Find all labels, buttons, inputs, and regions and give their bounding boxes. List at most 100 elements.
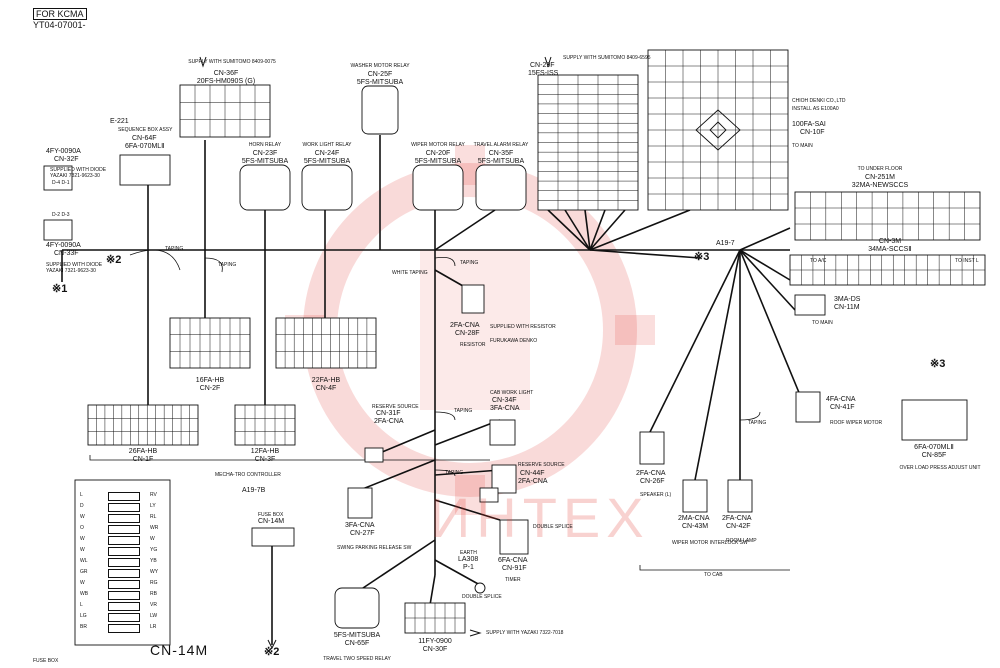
fuse-row-right: RV: [150, 492, 157, 498]
cn85f-id: CN-85F: [921, 452, 947, 459]
doc-number: YT04-07001-: [33, 20, 86, 30]
fuse-panel-box: [74, 479, 171, 646]
cn30f-id: CN-30F: [422, 646, 448, 653]
fuse-caption: FUSE BOX: [33, 658, 59, 664]
cn34f-note: CAB WORK LIGHT: [490, 390, 534, 396]
fuse-row-left: D: [80, 503, 84, 509]
cn36f-type: 20FS-HM090S (G): [196, 78, 256, 85]
fuse-row-right: LW: [150, 613, 158, 619]
fuse-row-left: GR: [80, 569, 88, 575]
cn11m-type: 3MA-DS: [834, 296, 861, 303]
mark-3-trunk: ※3: [694, 251, 710, 263]
cn32f-part: YAZAKI 7321-9623-30: [50, 173, 100, 179]
fuse-row-left: BR: [80, 624, 87, 630]
cn11m-id: CN-11M: [834, 304, 860, 311]
cn3f-type: 12FA-HB: [250, 448, 280, 455]
cn28f-maker: FURUKAWA DENKO: [490, 338, 538, 344]
fuse-slot: [108, 624, 140, 633]
cn14m-harness: A19-7B: [242, 487, 266, 494]
cn4f-id: CN-4F: [315, 385, 337, 392]
cn65f-type: 5FS-MITSUBA: [333, 632, 381, 639]
cn33f-diode: D-2 D-3: [52, 212, 70, 218]
cn33f-box: [43, 219, 73, 241]
cn35f-note: TRAVEL ALARM RELAY: [473, 142, 529, 148]
cn33f-type: 4FY-0090A: [46, 242, 81, 249]
cn27f-box: [347, 487, 373, 519]
fuse-slot: [108, 514, 140, 523]
fuse-row-left: O: [80, 525, 84, 531]
cn3m-id: CN-3M: [878, 238, 902, 245]
header: FOR KCMA YT04-07001-: [33, 8, 87, 30]
cn65f-id: CN-65F: [344, 640, 370, 647]
cn35f-type: 5FS-MITSUBA: [477, 158, 525, 165]
cn91f-box: [499, 519, 529, 555]
cn26f-type: 2FA-CNA: [636, 470, 666, 477]
taping-label-4: TAPING: [454, 408, 473, 414]
cn33f-part: YAZAKI 7321-9623-30: [46, 268, 96, 274]
fuse-box-icon: [251, 527, 295, 547]
arrow-icons: [199, 56, 552, 650]
cn23f-note: HORN RELAY: [248, 142, 282, 148]
cn64f-type: 6FA-070MLⅡ: [125, 143, 165, 150]
cn28f-box: [461, 284, 485, 314]
fuse-row-left: L: [80, 492, 83, 498]
cn29f-id: CN-29F: [530, 62, 555, 69]
cn27f-note: SWING PARKING RELEASE SW: [337, 545, 412, 551]
cn31f-type: 2FA-CNA: [374, 418, 404, 425]
cn31f-id: CN-31F: [376, 410, 401, 417]
cn4f-type: 22FA-HB: [311, 377, 341, 384]
cn10f-install: INSTALL AS E100A0: [792, 106, 839, 112]
cn2f-id: CN-2F: [199, 385, 221, 392]
cn30f-supply: SUPPLY WITH YAZAKI 7322-7018: [486, 630, 564, 636]
fuse-row-left: W: [80, 514, 85, 520]
taping-label-3: TAPING: [460, 260, 479, 266]
cn42f-note: ROOM LAMP: [726, 538, 757, 544]
cn32f-supply: SUPPLIED WITH DIODE: [50, 167, 107, 173]
fuse-slot: [108, 547, 140, 556]
cn25f-note: WASHER MOTOR RELAY: [350, 63, 410, 69]
mecha-tro-label: MECHA-TRO CONTROLLER: [215, 472, 281, 478]
white-taping-label: WHITE TAPING: [392, 270, 428, 276]
cn28f-type: 2FA-CNA: [450, 322, 480, 329]
earth-id: P-1: [463, 564, 474, 571]
cn251m-type: 32MA-NEWSCCS: [851, 182, 909, 189]
cn3m-to-ac: TO A/C: [810, 258, 827, 264]
cn24f-box: [301, 164, 353, 211]
cn65f-box: [334, 587, 380, 629]
splice-31f-box: [364, 447, 384, 463]
cn1f-id: CN-1F: [132, 456, 154, 463]
cn11m-box: [794, 294, 826, 316]
fuse-row-right: RG: [150, 580, 158, 586]
fuse-row-right: VR: [150, 602, 157, 608]
double-splice-label: DOUBLE SPLICE: [533, 524, 573, 530]
cn26f-note: SPEAKER (L): [640, 492, 672, 498]
cn36f-note: SUPPLY WITH SUMITOMO 8409-0075: [188, 59, 276, 65]
cn24f-id: CN-24F: [314, 150, 340, 157]
to-cab-label: TO CAB: [704, 572, 723, 578]
cn42f-type: 2FA-CNA: [722, 515, 752, 522]
cn41f-type: 4FA-CNA: [826, 396, 856, 403]
cn23f-box: [239, 164, 291, 211]
cn34f-type: 3FA-CNA: [490, 405, 520, 412]
cn44f-note: RESERVE SOURCE: [518, 462, 565, 468]
cn85f-mark: ※3: [930, 358, 946, 370]
fuse-slot: [108, 580, 140, 589]
cn20f-type: 5FS-MITSUBA: [414, 158, 462, 165]
taping-label-5: TAPING: [445, 470, 464, 476]
cn20f-note: WIPER MOTOR RELAY: [411, 142, 465, 148]
fuse-row-right: LY: [150, 503, 156, 509]
cn3f-id: CN-3F: [254, 456, 276, 463]
cn34f-id: CN-34F: [492, 397, 517, 404]
fuse-slot: [108, 492, 140, 501]
cn64f-code: E-221: [110, 118, 129, 125]
fuse-row-right: LR: [150, 624, 157, 630]
cn10f-maker: CHIOH DENKI CO.,LTD: [792, 98, 846, 104]
cn29f-type: 15FS-ISS: [528, 70, 559, 77]
cn32f-box: [43, 165, 73, 191]
fuse-row-left: W: [80, 547, 85, 553]
cn32f-diode: D-4 D-1: [52, 180, 70, 186]
cn11m-to: TO MAIN: [812, 320, 833, 326]
cn32f-id: CN-32F: [54, 156, 79, 163]
fuse-row-left: LG: [80, 613, 87, 619]
